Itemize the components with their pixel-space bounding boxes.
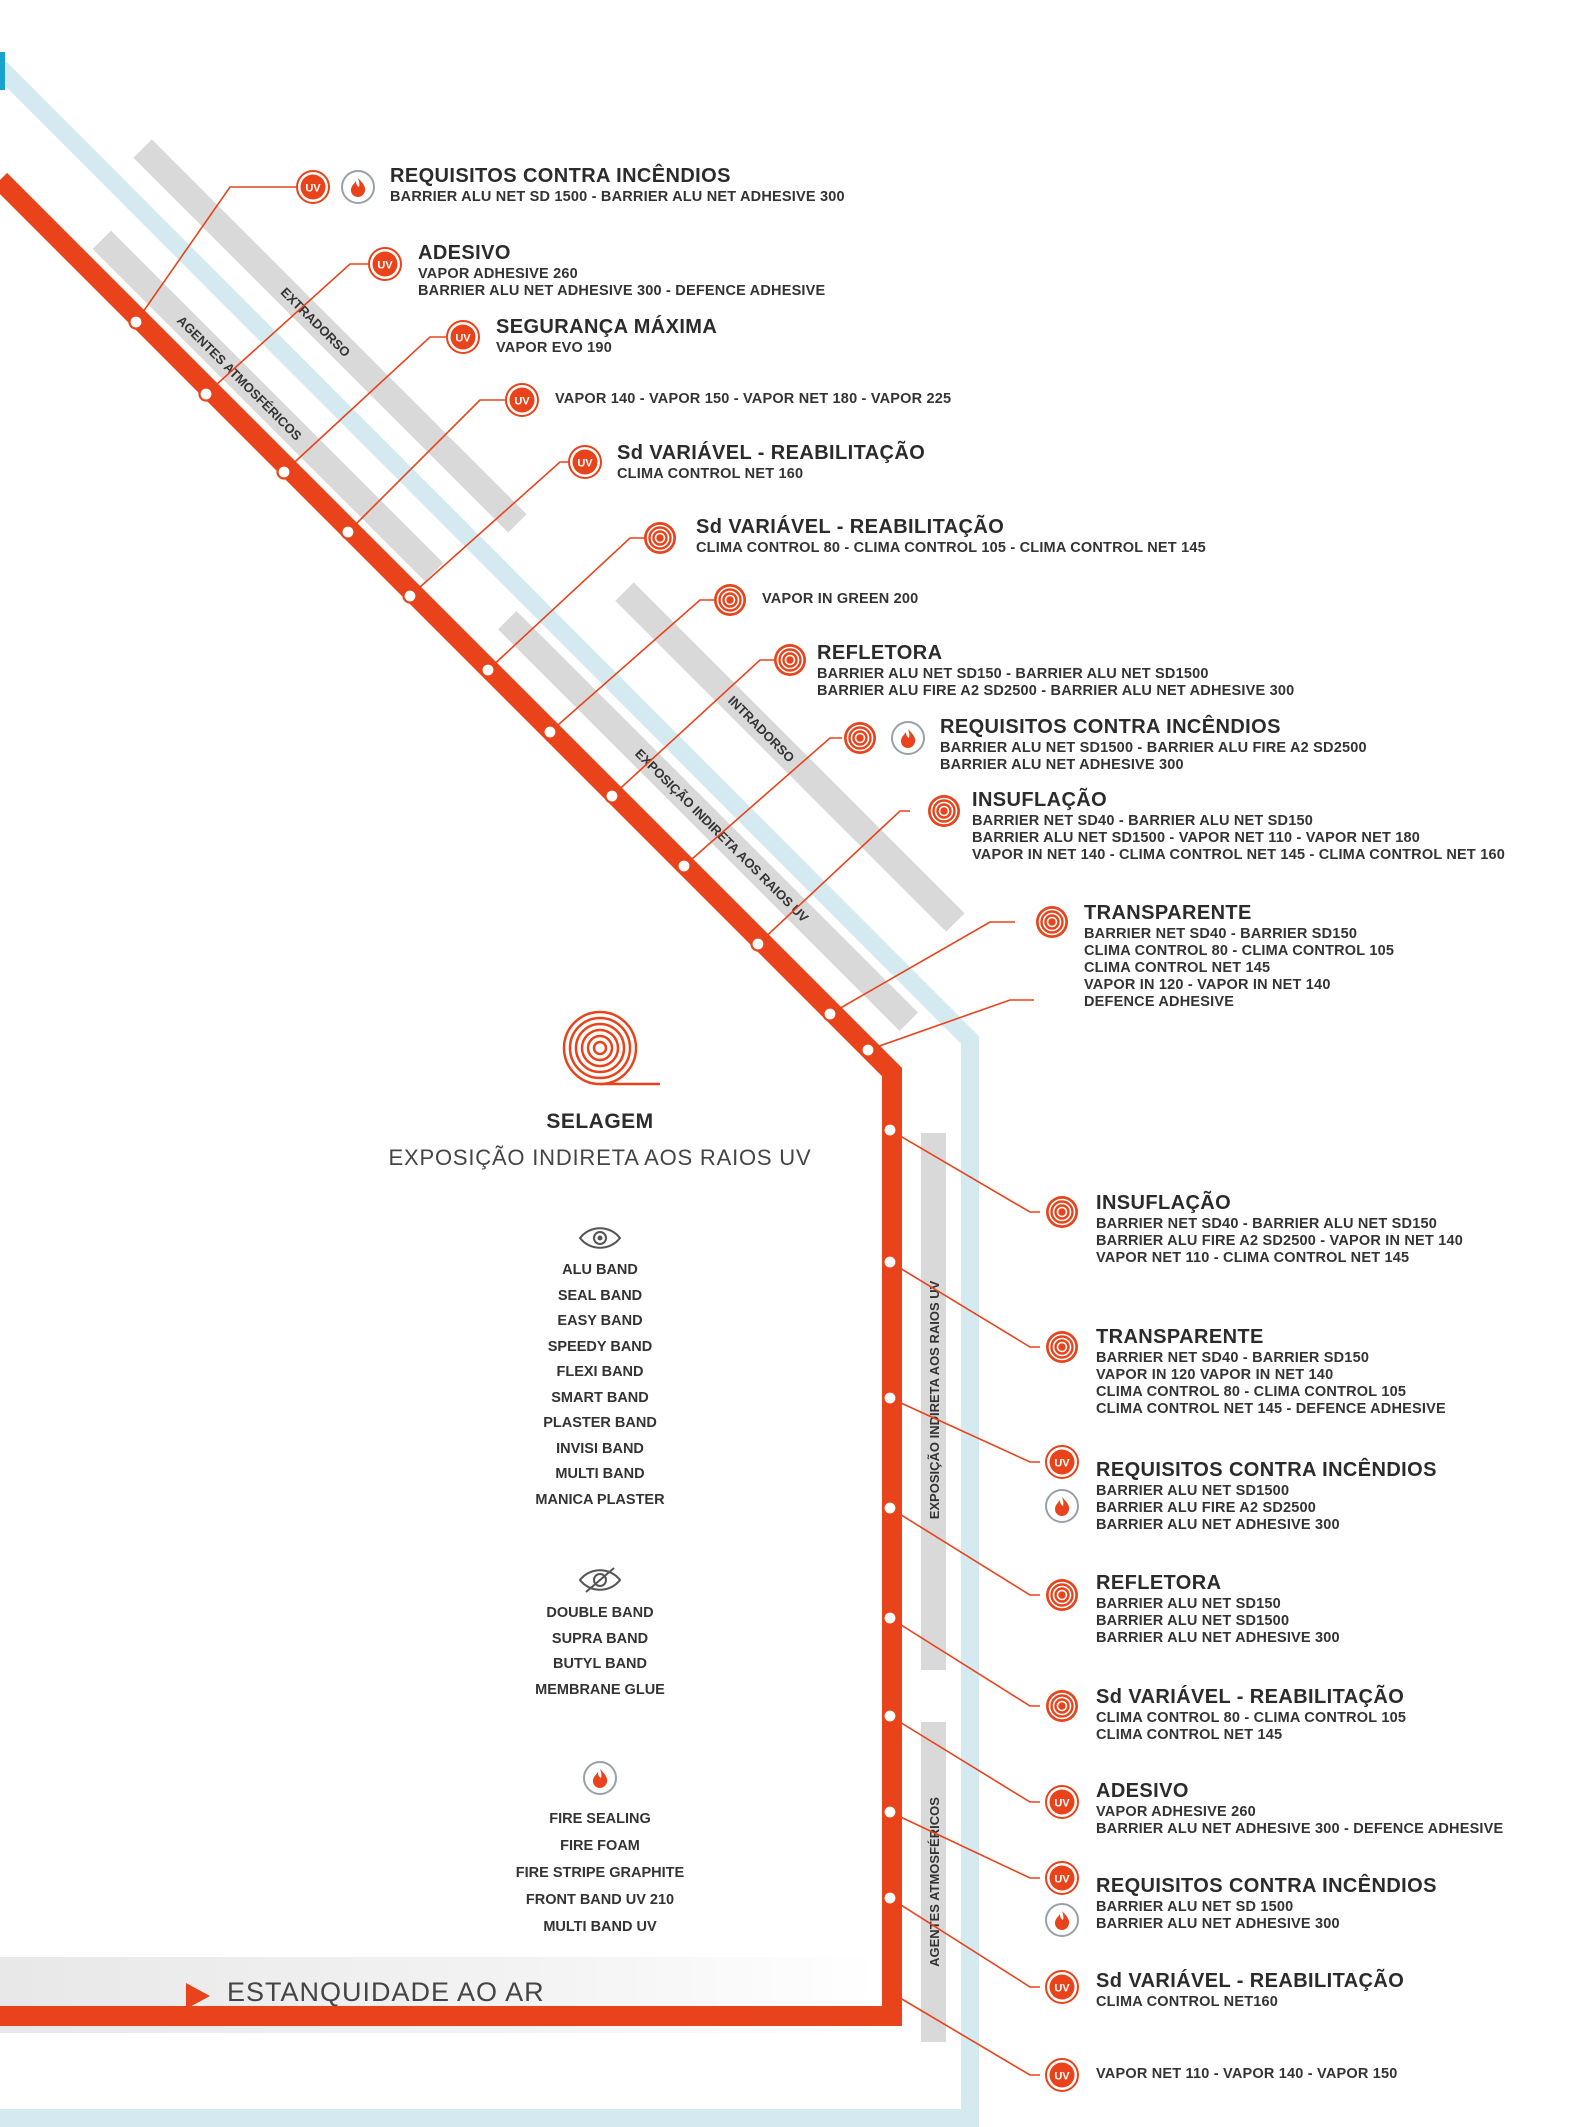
list-item: SMART BAND <box>551 1389 649 1406</box>
eye-icon <box>578 1227 622 1249</box>
item-20: VAPOR NET 110 - VAPOR 140 - VAPOR 150 <box>1096 2066 1398 2082</box>
item-6: Sd VARIÁVEL - REABILITAÇÃO CLIMA CONTROL… <box>696 516 1206 556</box>
bands-visible-list: ALU BAND SEAL BAND EASY BAND SPEEDY BAND… <box>450 1258 750 1513</box>
item-5: Sd VARIÁVEL - REABILITAÇÃO CLIMA CONTROL… <box>617 442 926 482</box>
selagem-subtitle: EXPOSIÇÃO INDIRETA AOS RAIOS UV <box>388 1145 812 1170</box>
estanquidade-bar: ESTANQUIDADE AO AR <box>0 1957 880 2033</box>
uv-icon <box>296 170 330 204</box>
fire-icon <box>341 170 375 204</box>
fire-icon <box>583 1761 617 1795</box>
item-19: Sd VARIÁVEL - REABILITAÇÃO CLIMA CONTROL… <box>1096 1970 1405 2010</box>
list-item: FIRE SEALING <box>549 1811 651 1827</box>
item-1: REQUISITOS CONTRA INCÊNDIOS BARRIER ALU … <box>390 165 845 205</box>
list-item: FIRE STRIPE GRAPHITE <box>515 1865 685 1881</box>
list-item: FIRE FOAM <box>560 1838 640 1854</box>
item-3: SEGURANÇA MÁXIMA VAPOR EVO 190 <box>496 316 718 356</box>
band-label-exposicao-vert: EXPOSIÇÃO INDIRETA AOS RAIOS UV <box>927 1280 942 1519</box>
list-item: SPEEDY BAND <box>547 1338 653 1355</box>
selagem-title: SELAGEM <box>546 1110 654 1133</box>
item-11: TRANSPARENTE BARRIER NET SD40 - BARRIER … <box>1084 902 1395 1011</box>
uv-icon <box>446 320 480 354</box>
item-8: REFLETORA BARRIER ALU NET SD150 - BARRIE… <box>817 642 1295 699</box>
uv-icon <box>1045 1445 1079 1479</box>
list-item: BUTYL BAND <box>553 1656 647 1672</box>
item-2: ADESIVO VAPOR ADHESIVE 260 BARRIER ALU N… <box>418 242 826 299</box>
item-9: REQUISITOS CONTRA INCÊNDIOS BARRIER ALU … <box>940 716 1367 773</box>
play-triangle-icon <box>186 1983 210 2009</box>
list-item: EASY BAND <box>557 1313 643 1329</box>
tape-roll-icon <box>927 794 961 828</box>
list-item: MULTI BAND <box>555 1466 645 1482</box>
band-label-agentes-vert: AGENTES ATMOSFÉRICOS <box>927 1797 942 1967</box>
fire-icon <box>1045 1903 1079 1937</box>
estanquidade-label: ESTANQUIDADE AO AR <box>227 1977 545 2007</box>
list-item: FLEXI BAND <box>556 1364 644 1380</box>
item-7: VAPOR IN GREEN 200 <box>762 591 919 607</box>
tape-roll-icon <box>562 1010 660 1086</box>
list-item: PLASTER BAND <box>543 1415 657 1431</box>
fire-icon <box>891 721 925 755</box>
tape-roll-icon <box>713 583 747 617</box>
item-4: VAPOR 140 - VAPOR 150 - VAPOR NET 180 - … <box>555 391 952 407</box>
tape-roll-icon <box>1045 1330 1079 1364</box>
list-item: SUPRA BAND <box>551 1630 649 1647</box>
tape-roll-icon <box>1045 1578 1079 1612</box>
list-item: INVISI BAND <box>556 1440 644 1457</box>
tape-roll-icon <box>773 643 807 677</box>
item-14: REQUISITOS CONTRA INCÊNDIOS BARRIER ALU … <box>1096 1459 1437 1533</box>
item-15: REFLETORA BARRIER ALU NET SD150 BARRIER … <box>1096 1572 1340 1646</box>
uv-icon <box>368 247 402 281</box>
tape-roll-icon <box>1035 905 1069 939</box>
bands-hidden-list: DOUBLE BAND SUPRA BAND BUTYL BAND MEMBRA… <box>450 1601 750 1703</box>
bands-fire-list: FIRE SEALING FIRE FOAM FIRE STRIPE GRAPH… <box>450 1806 750 1941</box>
item-10: INSUFLAÇÃO BARRIER NET SD40 - BARRIER AL… <box>972 789 1505 863</box>
uv-icon <box>1045 1861 1079 1895</box>
list-item: MEMBRANE GLUE <box>535 1681 665 1698</box>
tape-roll-icon <box>1045 1689 1079 1723</box>
uv-icon <box>505 383 539 417</box>
list-item: SEAL BAND <box>557 1287 643 1304</box>
band-label-intradorso: INTRADORSO <box>725 693 797 765</box>
item-17: ADESIVO VAPOR ADHESIVE 260 BARRIER ALU N… <box>1096 1780 1504 1837</box>
list-item: MANICA PLASTER <box>535 1491 665 1508</box>
list-item: DOUBLE BAND <box>546 1605 654 1621</box>
tape-roll-icon <box>643 521 677 555</box>
tape-roll-icon <box>1045 1195 1079 1229</box>
uv-icon <box>1045 1785 1079 1819</box>
fire-icon <box>1045 1489 1079 1523</box>
item-16: Sd VARIÁVEL - REABILITAÇÃO CLIMA CONTROL… <box>1096 1686 1407 1743</box>
eye-hidden-icon <box>578 1567 622 1593</box>
list-item: FRONT BAND UV 210 <box>525 1892 675 1908</box>
list-item: MULTI BAND UV <box>543 1919 657 1935</box>
item-18: REQUISITOS CONTRA INCÊNDIOS BARRIER ALU … <box>1096 1875 1437 1932</box>
uv-icon <box>1045 2058 1079 2092</box>
list-item: ALU BAND <box>562 1262 638 1278</box>
tape-roll-icon <box>843 721 877 755</box>
item-12: INSUFLAÇÃO BARRIER NET SD40 - BARRIER AL… <box>1096 1192 1464 1266</box>
uv-icon <box>1045 1970 1079 2004</box>
uv-icon <box>568 445 602 479</box>
item-13: TRANSPARENTE BARRIER NET SD40 - BARRIER … <box>1096 1326 1446 1417</box>
